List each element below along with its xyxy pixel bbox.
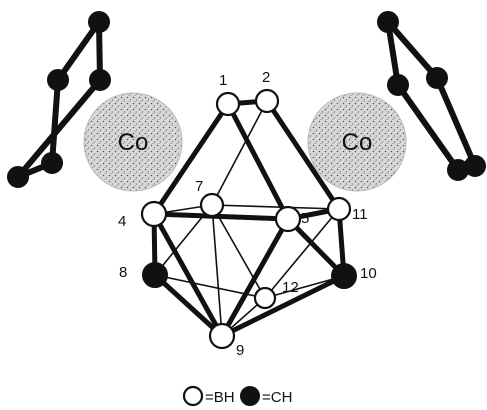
- vertex-label-8: 8: [119, 264, 127, 281]
- cage-bond: [211, 204, 340, 210]
- cage-bond: [211, 100, 268, 206]
- cage-back-bonds: [153, 100, 345, 337]
- cp-left-ch-atom: [47, 69, 69, 91]
- cp-left-ch-atom: [89, 69, 111, 91]
- cp-right-ch-atom: [387, 74, 409, 96]
- cp-left-ch-atom: [88, 11, 110, 33]
- cobalt-label: Co: [118, 129, 149, 156]
- cage-front-bonds: [151, 98, 347, 339]
- cobalt-sphere: [83, 92, 183, 192]
- vertex-10-ch-atom: [331, 263, 357, 289]
- cage-bond: [285, 216, 347, 279]
- cp-ring-left: [7, 11, 111, 188]
- vertex-2-bh-atom: [254, 88, 280, 114]
- vertex-label-12: 12: [282, 279, 299, 296]
- vertex-label-9: 9: [236, 342, 244, 359]
- cage-bond: [211, 204, 223, 337]
- vertex-9-bh-atom: [208, 322, 236, 350]
- vertex-label-1: 1: [219, 72, 227, 89]
- cp-left-ch-atom: [41, 152, 63, 174]
- vertex-label-4: 4: [118, 213, 126, 230]
- cp-right-bond: [434, 75, 478, 169]
- cage-bond: [264, 98, 342, 212]
- cp-right-ch-atom: [426, 67, 448, 89]
- vertex-label-10: 10: [360, 265, 377, 282]
- cobalt-label: Co: [342, 129, 373, 156]
- cp-left-ch-atom: [7, 166, 29, 188]
- cp-right-bond: [395, 82, 461, 173]
- vertex-4-bh-atom: [140, 200, 168, 228]
- vertex-label-11: 11: [352, 206, 368, 223]
- cp-left-bond: [55, 19, 102, 83]
- cp-right-bond: [385, 19, 440, 81]
- cage-bond: [151, 211, 291, 222]
- cp-left-bond: [15, 77, 103, 180]
- cage-bond: [264, 275, 345, 299]
- cobalt-sphere: [307, 92, 407, 192]
- cp-left-bond: [49, 77, 61, 166]
- cage-bond: [219, 216, 291, 339]
- vertex-7-bh-atom: [199, 192, 225, 218]
- vertex-label-2: 2: [262, 69, 270, 86]
- vertex-12-bh-atom: [253, 286, 277, 310]
- cage-vertices: [140, 88, 357, 350]
- legend-ch-swatch: [240, 386, 260, 406]
- legend-bh-label: =BH: [205, 389, 235, 406]
- legend: =BH =CH: [182, 385, 292, 407]
- cp-right-ch-atom: [447, 159, 469, 181]
- vertex-label-5: 5: [301, 210, 309, 227]
- cage-bond: [151, 211, 225, 339]
- cp-ring-right: [377, 11, 486, 181]
- cage-bond: [225, 101, 291, 222]
- cage-bond: [211, 204, 266, 299]
- vertex-label-7: 7: [195, 178, 203, 195]
- cobalt-atom-left: Co: [83, 92, 183, 192]
- cp-right-ch-atom: [377, 11, 399, 33]
- cage-bond: [264, 208, 340, 299]
- legend-ch-label: =CH: [262, 389, 292, 406]
- vertex-11-bh-atom: [326, 196, 352, 222]
- cobalt-atom-right: Co: [307, 92, 407, 192]
- vertex-1-bh-atom: [215, 91, 241, 117]
- vertex-labels: 1 2 7 4 5 11 8 10 12 9: [118, 69, 377, 359]
- cage-bond: [152, 272, 225, 339]
- vertex-8-ch-atom: [142, 262, 168, 288]
- legend-bh-swatch: [182, 385, 204, 407]
- cage-bond: [219, 273, 347, 339]
- vertex-5-bh-atom: [274, 205, 302, 233]
- cage-bond: [151, 101, 231, 217]
